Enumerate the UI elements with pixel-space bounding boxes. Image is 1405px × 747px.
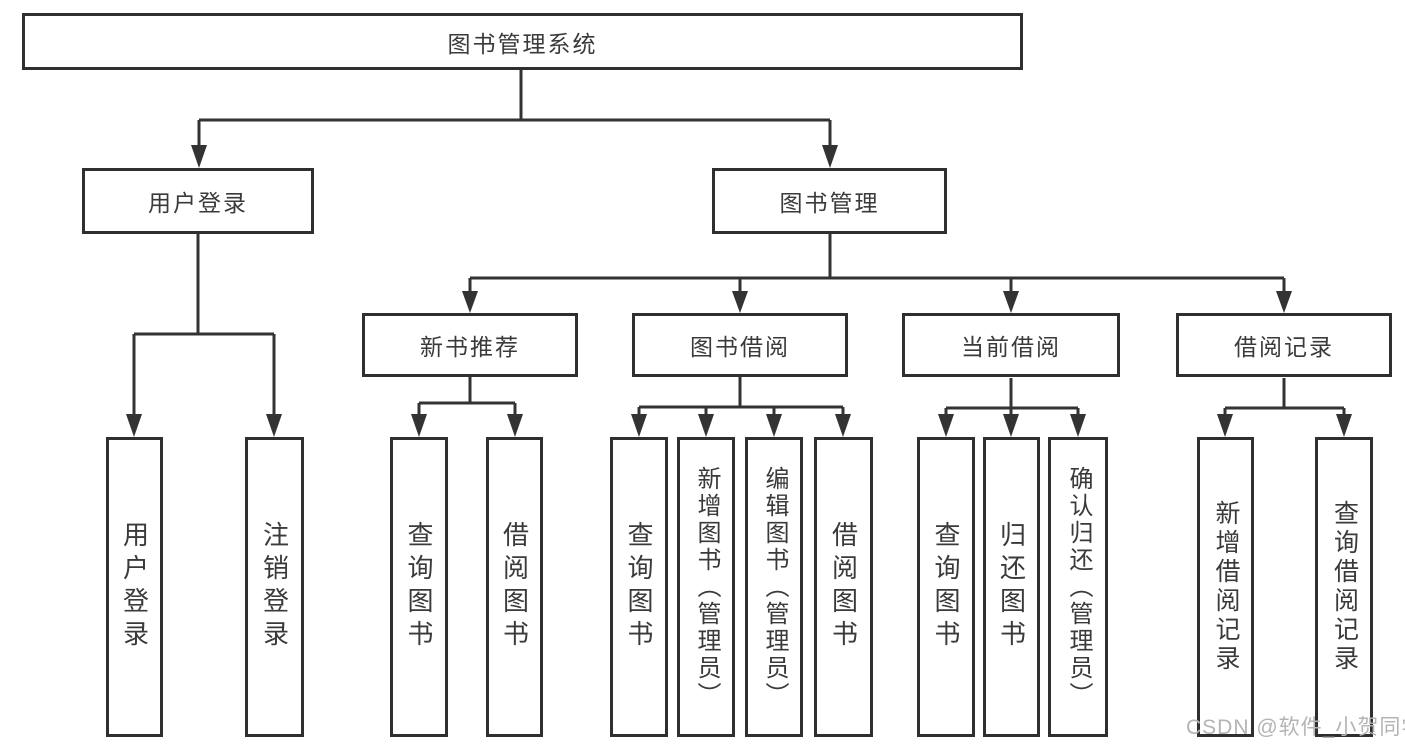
node-borrowing-records: 借阅记录 (1176, 313, 1392, 377)
leaf-edit-books-admin: 编辑图书（管理员） (745, 437, 803, 737)
csdn-watermark: CSDN @软件_小贺同学 (1186, 716, 1405, 739)
leaf-logout: 注销登录 (245, 437, 304, 737)
node-current-borrowing: 当前借阅 (902, 313, 1120, 377)
leaf-add-borrow-record: 新增借阅记录 (1197, 437, 1254, 737)
leaf-query-books-borrow: 查询图书 (610, 437, 668, 737)
leaf-confirm-return-admin: 确认归还（管理员） (1048, 437, 1108, 737)
leaf-user-login: 用户登录 (106, 437, 163, 737)
leaf-query-borrow-record: 查询借阅记录 (1315, 437, 1373, 737)
node-book-management: 图书管理 (712, 168, 947, 234)
leaf-query-books-recommend: 查询图书 (390, 437, 448, 737)
node-book-borrowing: 图书借阅 (632, 313, 848, 377)
node-user-login: 用户登录 (82, 168, 314, 234)
leaf-borrow-books: 借阅图书 (814, 437, 873, 737)
node-new-book-recommend: 新书推荐 (362, 313, 578, 377)
leaf-query-books-current: 查询图书 (917, 437, 975, 737)
leaf-add-books-admin: 新增图书（管理员） (677, 437, 735, 737)
node-root: 图书管理系统 (22, 13, 1023, 70)
leaf-borrow-books-recommend: 借阅图书 (486, 437, 543, 737)
leaf-return-books: 归还图书 (983, 437, 1040, 737)
